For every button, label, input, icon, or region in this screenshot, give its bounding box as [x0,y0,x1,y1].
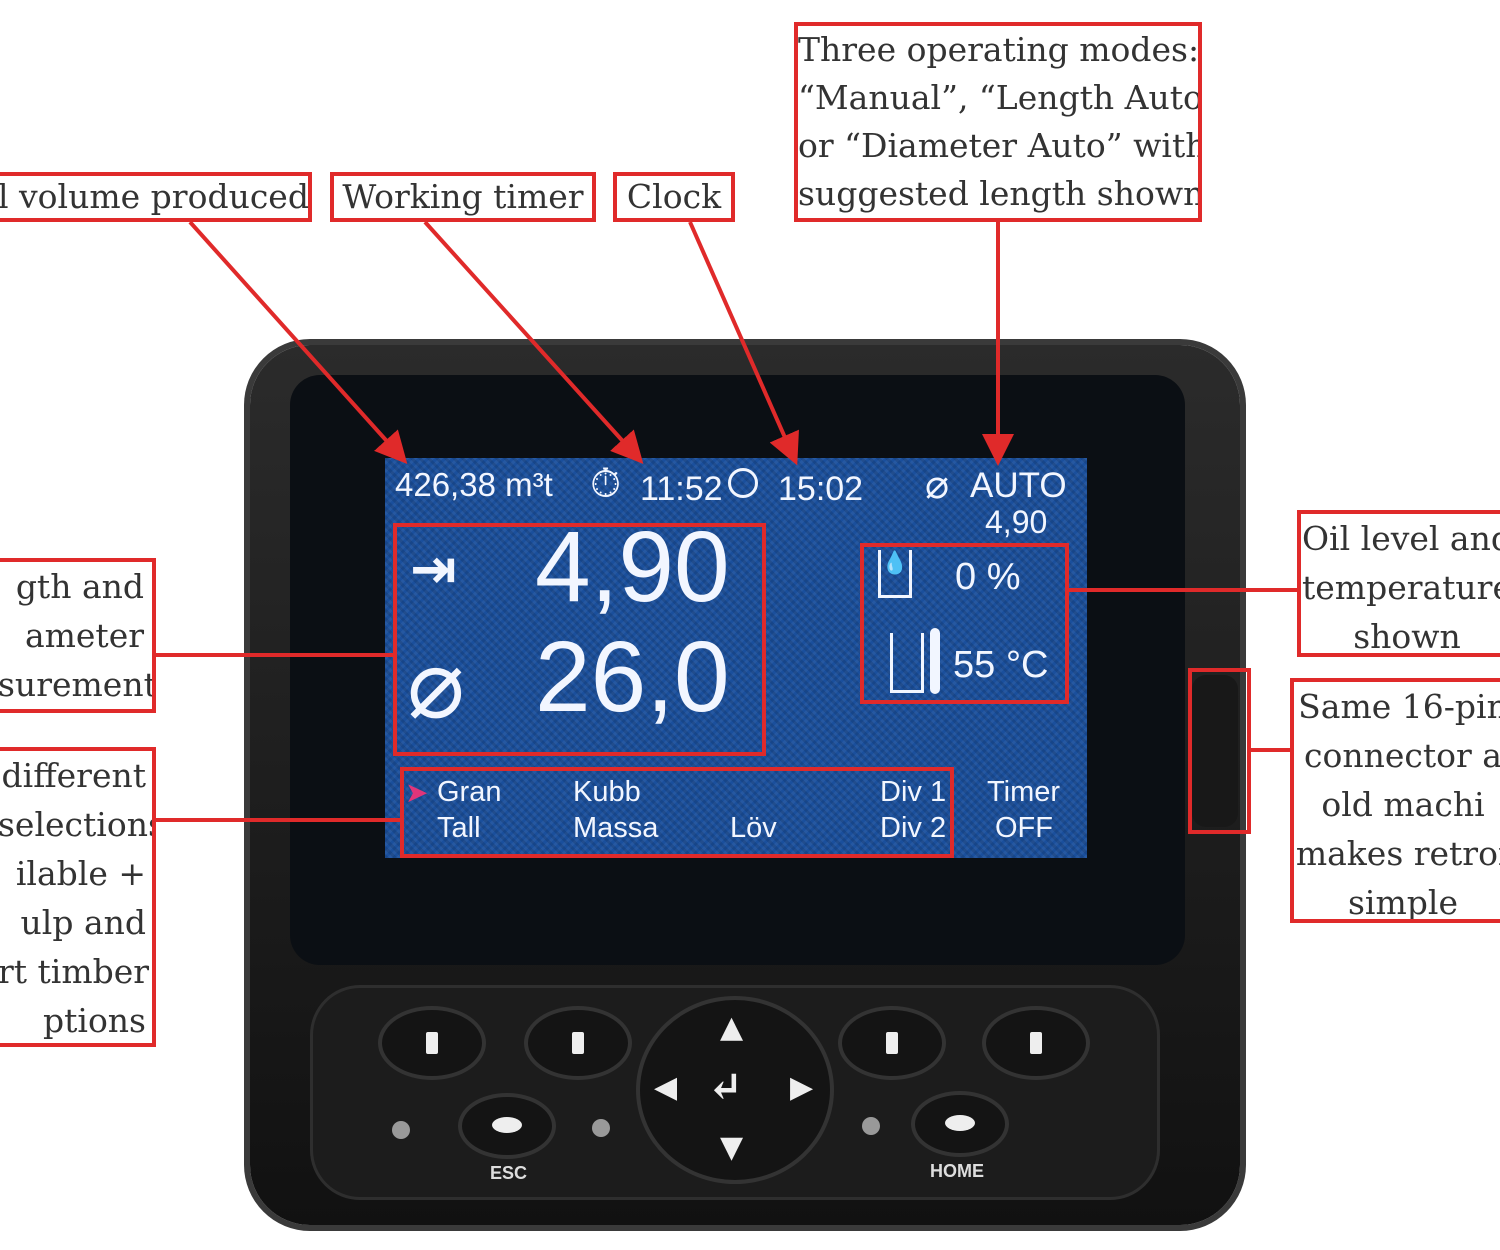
callout-connector-line: simple [1348,883,1458,922]
softkey-4[interactable] [986,1010,1086,1076]
callout-timer: Working timer [330,172,596,222]
esc-button[interactable] [462,1097,552,1155]
oil-temp-icon [890,633,924,693]
clock-readout: 15:02 [778,470,864,508]
callout-modes-line: suggested length shown [798,174,1202,213]
clock-icon [728,468,758,498]
thermometer-icon [930,628,940,694]
callout-modes-line: Three operating modes: [798,30,1200,69]
diameter-mode-icon: ⌀ [925,463,950,507]
working-timer-readout: 11:52 [640,470,723,508]
softkey-2[interactable] [528,1010,628,1076]
led-2 [592,1119,610,1137]
callout-measurement-line: surement [0,665,156,704]
callout-volume-text: l volume produced [0,177,309,216]
oil-highlight [860,543,1069,704]
species-gran[interactable]: Gran [437,776,502,808]
led-3 [862,1117,880,1135]
callout-clock: Clock [613,172,735,222]
clock-leader [688,221,799,466]
home-label: HOME [930,1161,984,1181]
callout-measurement-line: ameter [24,616,144,655]
species-div2[interactable]: Div 2 [880,812,947,844]
left-arrow-icon[interactable]: ◀ [654,1070,678,1105]
selection-cursor-icon: ➤ [405,777,429,808]
callout-measurement-line: gth and [15,567,144,606]
keypad: ▲ ▼ ◀ ▶ ↵ ESC HOME [310,985,1160,1200]
timer-label: Timer [987,776,1061,808]
callout-species: different selections ilable + ulp and rt… [0,747,156,1047]
up-arrow-icon[interactable]: ▲ [720,1010,744,1045]
callout-oil-line: shown [1353,617,1461,656]
callout-oil-line: temperature [1301,568,1500,607]
callout-modes: Three operating modes: “Manual”, “Length… [794,22,1202,222]
measurement-highlight [393,523,766,756]
side-connector [1192,675,1238,827]
right-arrow-icon[interactable]: ▶ [790,1070,814,1105]
species-lov[interactable]: Löv [730,812,777,844]
callout-oil: Oil level and temperature shown [1297,510,1500,657]
esc-label: ESC [490,1163,528,1183]
volume-leader [188,220,408,464]
softkey-1[interactable] [382,1010,482,1076]
callout-species-line: ptions [43,1001,146,1040]
timer-leader [423,220,644,464]
stopwatch-icon: ⏱ [590,462,622,506]
home-button[interactable] [915,1095,1005,1153]
callout-connector-line: makes retrof [1295,834,1500,873]
species-highlight [400,767,954,858]
volume-readout: 426,38 m³t [395,466,553,503]
length-readout: 4,90 [535,511,730,623]
callout-clock-text: Clock [626,177,722,216]
callout-connector-line: connector a [1304,736,1500,775]
callout-volume: l volume produced [0,172,312,222]
callout-modes-line: or “Diameter Auto” with [798,126,1202,165]
callout-species-line: rt timber [0,952,150,991]
timer-state: OFF [995,812,1053,844]
species-massa[interactable]: Massa [573,812,659,844]
callout-oil-line: Oil level and [1301,519,1500,558]
suggested-length: 4,90 [985,504,1048,540]
diameter-readout: 26,0 [535,621,730,733]
callout-timer-text: Working timer [342,177,584,216]
callout-connector-line: old machi [1321,785,1485,824]
callout-species-line: selections [0,805,156,844]
dpad[interactable]: ▲ ▼ ◀ ▶ ↵ [640,1000,830,1180]
diameter-icon: ⌀ [407,631,465,738]
mode-readout: AUTO [970,466,1067,505]
species-div1[interactable]: Div 1 [880,776,947,808]
callout-measurement: gth and ameter surement [0,558,156,713]
length-arrow-icon: ⇥ [410,537,457,600]
callout-species-line: ilable + [15,854,146,893]
callout-connector-line: Same 16-pin [1298,687,1500,726]
callout-species-line: different [1,756,146,795]
softkey-3[interactable] [842,1010,942,1076]
down-arrow-icon[interactable]: ▼ [720,1130,744,1165]
oil-level-readout: 0 % [955,556,1021,598]
oil-temp-readout: 55 °C [953,644,1049,686]
species-kubb[interactable]: Kubb [573,776,641,808]
connector-highlight [1188,668,1251,834]
oil-tank-icon: 💧 [878,550,912,598]
callout-connector: Same 16-pin connector a old machi makes … [1290,678,1500,923]
enter-icon[interactable]: ↵ [708,1062,744,1111]
callout-modes-line: “Manual”, “Length Auto” [798,78,1202,117]
led-1 [392,1121,410,1139]
species-tall[interactable]: Tall [437,812,481,844]
callout-species-line: ulp and [20,903,146,942]
